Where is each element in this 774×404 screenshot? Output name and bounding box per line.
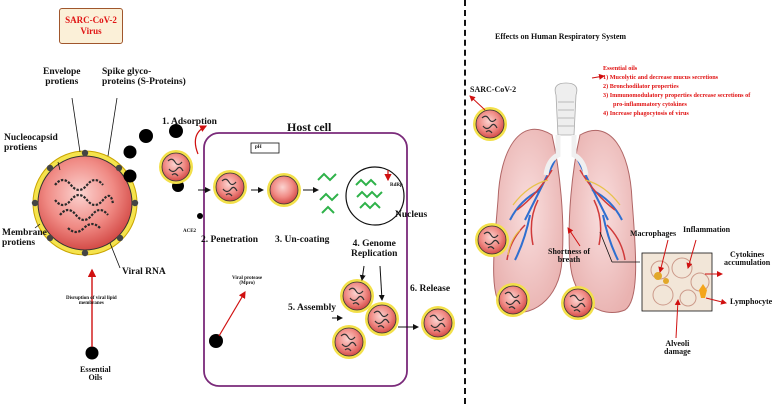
lymphocyte-label: Lymphocyte (730, 298, 772, 306)
lung-virus-label: SARC-CoV-2 (470, 86, 516, 94)
virus-penetration (213, 170, 247, 204)
virus-assembly-1 (340, 279, 374, 313)
step-release: 6. Release (410, 285, 450, 295)
step-assembly: 5. Assembly (288, 304, 336, 314)
essential-oils-effects-list: Essential oils 1) Mucolytic and decrease… (603, 64, 750, 118)
eo-item: 1) Mucolytic and decrease mucus secretio… (603, 73, 750, 82)
spike-label: Spike glyco-proteins (S-Proteins) (102, 68, 186, 88)
nucleus-label: Nucleus (395, 211, 427, 221)
rdrp-label: RdRp (390, 183, 403, 188)
ph-label: pH (255, 145, 262, 150)
virus-released (421, 306, 455, 340)
large-virus-illustration (32, 150, 138, 256)
inflammation-label: Inflammation (683, 226, 730, 234)
lung-virus-1 (473, 107, 507, 141)
host-cell-label: Host cell (287, 121, 331, 134)
eo-item: 3) Immunomodulatory properties decrease … (603, 91, 750, 100)
eo-item: 2) Bronchodilator properties (603, 82, 750, 91)
viral-rna-label: Viral RNA (122, 268, 166, 278)
virus-assembly-3 (332, 325, 366, 359)
lung-virus-2 (475, 223, 509, 257)
virus-title-scroll: SARC-CoV-2 Virus (59, 8, 123, 44)
right-panel-title: Effects on Human Respiratory System (495, 33, 626, 41)
eo-title: Essential oils (603, 64, 750, 73)
title-line2: Virus (60, 26, 122, 37)
virus-uncoating (267, 173, 301, 207)
step-uncoating: 3. Un-coating (275, 236, 329, 246)
lung-virus-3 (496, 283, 530, 317)
eo-item: pro-inflammatory cytokines (603, 100, 750, 109)
eo-item: 4) Increase phagocytosis of virus (603, 109, 750, 118)
macrophages-label: Macrophages (630, 230, 676, 238)
panel-divider (464, 0, 466, 404)
virus-adsorption (159, 150, 193, 184)
title-line1: SARC-CoV-2 (60, 15, 122, 26)
step-adsorption: 1. Adsorption (162, 118, 217, 128)
alveoli-inset (642, 253, 712, 311)
ace2-label: ACE2 (183, 229, 196, 234)
virus-assembly-2 (365, 302, 399, 336)
lung-virus-4 (561, 286, 595, 320)
step-penetration: 2. Penetration (201, 236, 258, 246)
viral-protease-label: Viral protease(Mpro) (232, 276, 262, 287)
